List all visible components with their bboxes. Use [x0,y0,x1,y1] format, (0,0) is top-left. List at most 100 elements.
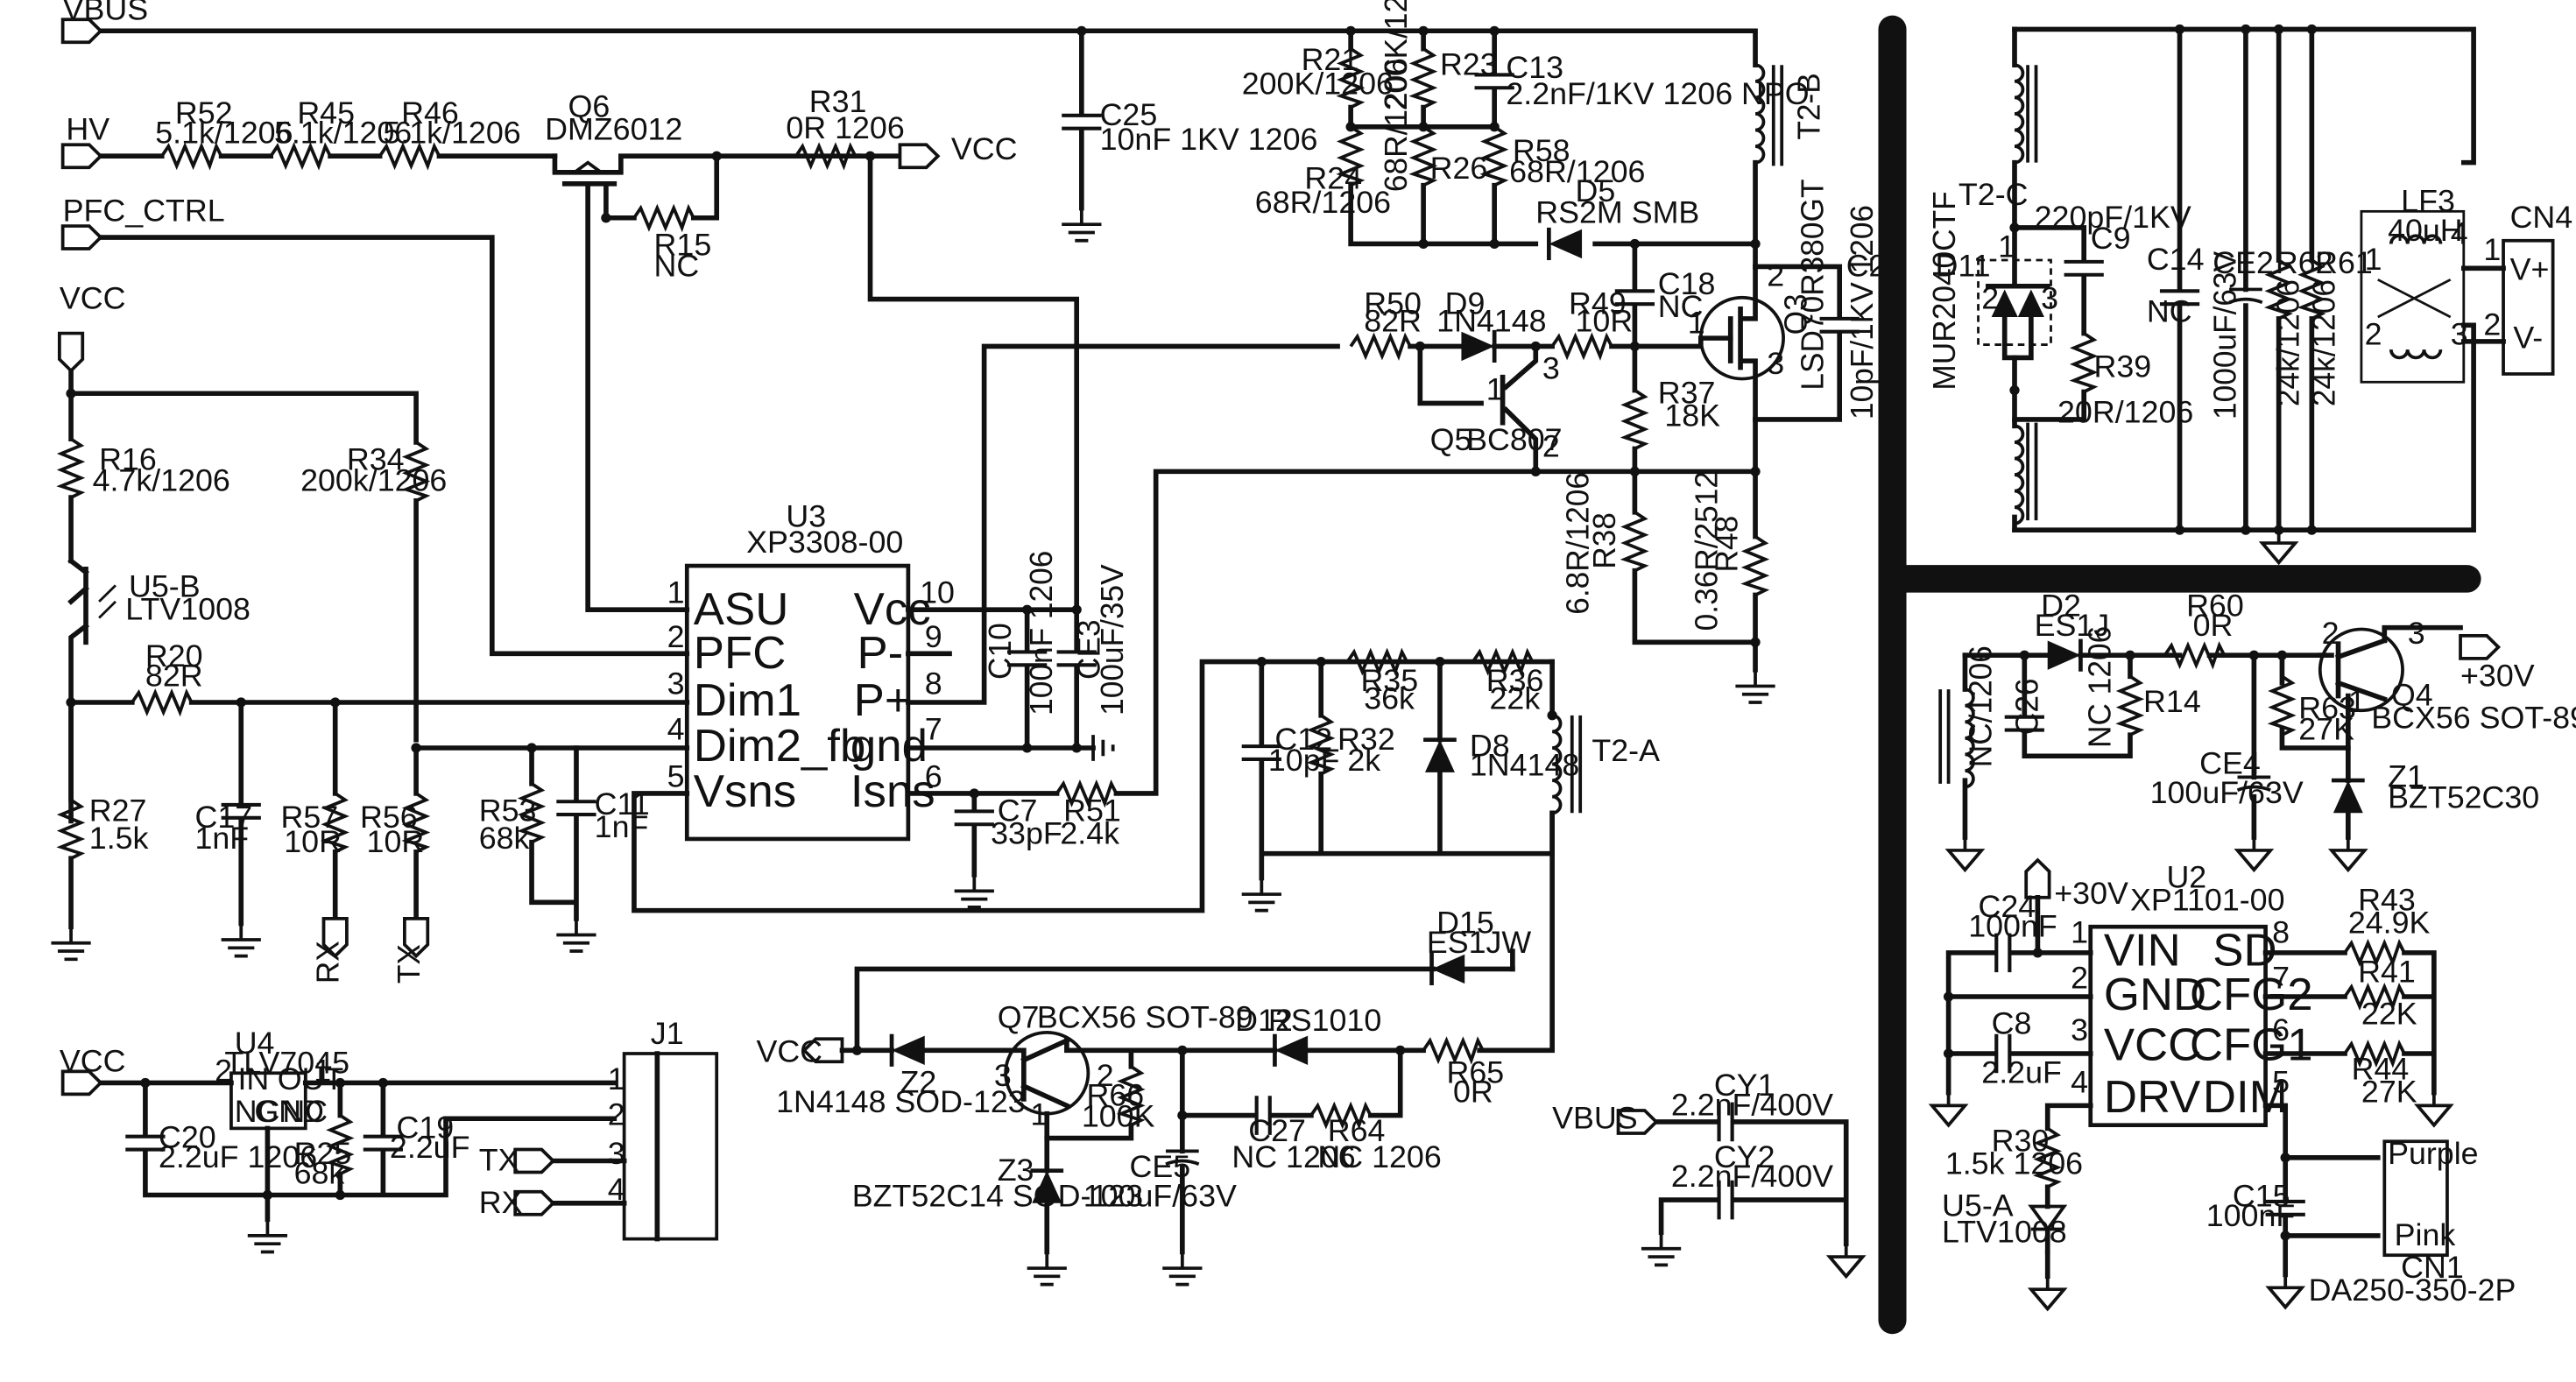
r14-ref: R14 [2143,684,2201,719]
u3-pin-vsns: Vsns [694,766,796,817]
q7-ref: Q7 [998,1000,1040,1035]
cn1-pin2-label: Purple [2388,1136,2479,1171]
d15-val: ES1JW [1427,925,1532,960]
ce4-val: 100uF/63V [2150,775,2304,810]
r24-val: 68R/1206 [1255,185,1391,220]
c14-val: NC [2147,294,2192,329]
r24-ref: R24 [1304,161,1362,196]
u2-ref: U2 [2166,860,2206,895]
j1-pin-4: 4 [608,1172,625,1207]
vcc-q7-port-label: VCC [756,1034,822,1069]
d8-val: 1N4148 [1470,748,1579,783]
d8-ref: D8 [1470,729,1510,764]
cn4-ref: CN4 [2510,200,2573,235]
r41-val: 22K [2361,997,2417,1032]
u5b-ref: U5-B [129,569,201,604]
r38-val: 6.8R/1206 [1560,472,1595,615]
r20-ref: R20 [145,638,203,673]
c19-val: 2.2uF [390,1130,470,1165]
q7-val: BCX56 SOT-89 [1037,1000,1253,1035]
lf3-pin-3: 3 [2451,317,2468,352]
c26-val: NC/1206 [1963,645,1998,767]
r43-ref: R43 [2358,883,2416,918]
q4-pin-e: 3 [2408,616,2425,651]
z3-val: BZT52C14 SOD-123 [852,1179,1143,1214]
c10-val: 100nF 1206 [1024,551,1059,716]
r32-val: 2k [1347,743,1380,778]
lf3-pin-1: 1 [2365,242,2382,277]
z2-val: 1N4148 SOD-123 [776,1084,1026,1119]
r30-ref: R30 [1992,1124,2050,1159]
r53-val: 68k [479,821,530,856]
q4-pin-c: 2 [2322,616,2340,651]
d5-val: RS2M SMB [1535,195,1699,230]
cn1-ref: CN1 [2401,1250,2464,1285]
c27-val: NC 1206 [1232,1139,1355,1174]
c25-capacitor: C25 10nF 1KV 1206 [1062,28,1317,243]
u4-pinnum-1: 1 [314,1054,331,1089]
u3-pinnum-5: 5 [667,759,685,794]
snubber-network: R21 200K/1206 R23 200K/1206 C13 2.2nF/1K… [1242,0,1810,260]
r30-val: 1.5k 1206 [1945,1146,2083,1181]
ce2-ref: CE2 [2213,245,2274,280]
r52-val: 5.1k/1206 [155,116,293,151]
u2-pinnum-4: 4 [2071,1065,2088,1100]
u3-pinnum-9: 9 [925,619,942,654]
q5-pin-b: 1 [1486,372,1504,407]
q4-val: BCX56 SOT-89 [2371,701,2576,736]
ce3-val: 100uF/35V [1095,564,1130,716]
u2-pin-vcc: VCC [2104,1020,2201,1071]
t2a-ref: T2-A [1591,733,1660,768]
r45-val: 5.1k/1206 [274,116,412,151]
hv-input: HV R52 5.1k/1206 R45 5.1k/1206 R46 5.1k/… [60,95,558,170]
u3-pinnum-6: 6 [925,759,942,794]
z2-ref: Z2 [900,1065,936,1100]
cn4-pin-1: 1 [2483,232,2501,267]
vbus-cy-port-label: VBUS [1552,1101,1638,1136]
c19-ref: C19 [396,1111,454,1146]
j1-pin-2: 2 [608,1097,625,1132]
c17-capacitor: C17 1nF [194,700,260,958]
c27-ref: C27 [1248,1113,1306,1148]
r57-resistor: R57 10R RX [280,700,349,984]
q7-regulator: VCC Z2 1N4148 SOD-123 Q7 BCX56 SOT-89 3 … [756,1000,1504,1287]
vcc-j1-port-label: VCC [60,1044,126,1079]
z1-val: BZT52C30 [2388,780,2539,815]
u2-pinnum-6: 6 [2272,1012,2290,1047]
r34-val: 200k/1206 [300,463,447,498]
r48-val: 0.36R/2512 [1689,471,1724,631]
r65-ref: R65 [1446,1055,1504,1090]
cn1-pin1-label: Pink [2395,1217,2456,1252]
r53-ref: R53 [479,793,537,828]
z3-ref: Z3 [998,1153,1034,1188]
r14-val: NC 1206 [2082,626,2117,748]
r15-ref: R15 [654,228,712,263]
vcc-left-rail: VCC R16 4.7k/1206 R34 200k/1206 [57,281,447,743]
lf3-pin-2: 2 [2365,317,2382,352]
r41-ref: R41 [2358,955,2416,990]
plus30v-q4-port-label: +30V [2460,659,2535,694]
aux-30v-supply: D2 ES1J R60 0R NC/1206 C26 NC 1206 R14 C… [1938,589,2576,872]
q5-pin-c: 2 [1542,429,1560,464]
r51-ref: R51 [1063,793,1121,828]
r57-ref: R57 [280,800,338,835]
c24-val: 100nF [1968,909,2057,944]
r38-ref: R38 [1587,512,1622,569]
u2-pin-gnd: GND [2104,970,2206,1020]
r65-val: 0R [1453,1075,1493,1110]
r26-val: 68R/1206 [1379,58,1414,192]
q3-pin-d: 2 [1767,258,1784,293]
r61-ref: R61 [2315,245,2373,280]
u2-controller: U2 XP1101-00 VIN GND VCC DRV SD CFG2 CFG… [1930,858,2452,1311]
rx-r57-port-label: RX [310,941,345,984]
c17-val: 1nF [194,821,249,856]
vbus-rail: VBUS [60,0,1758,68]
d11-pin-1: 1 [1998,229,2015,264]
q5-ref: Q5 [1430,422,1472,457]
d15-ref: D15 [1436,906,1494,941]
c10-ref: C10 [983,623,1018,680]
r31-resistor: VCC R31 0R 1206 [786,84,1080,612]
c12-val: 10pF [1268,743,1340,778]
q5-pin-e: 3 [1542,351,1560,386]
u4-ldo: VCC U4 TLV7045 IN OUT NC GND NC 2 1 C20 … [60,1026,618,1254]
